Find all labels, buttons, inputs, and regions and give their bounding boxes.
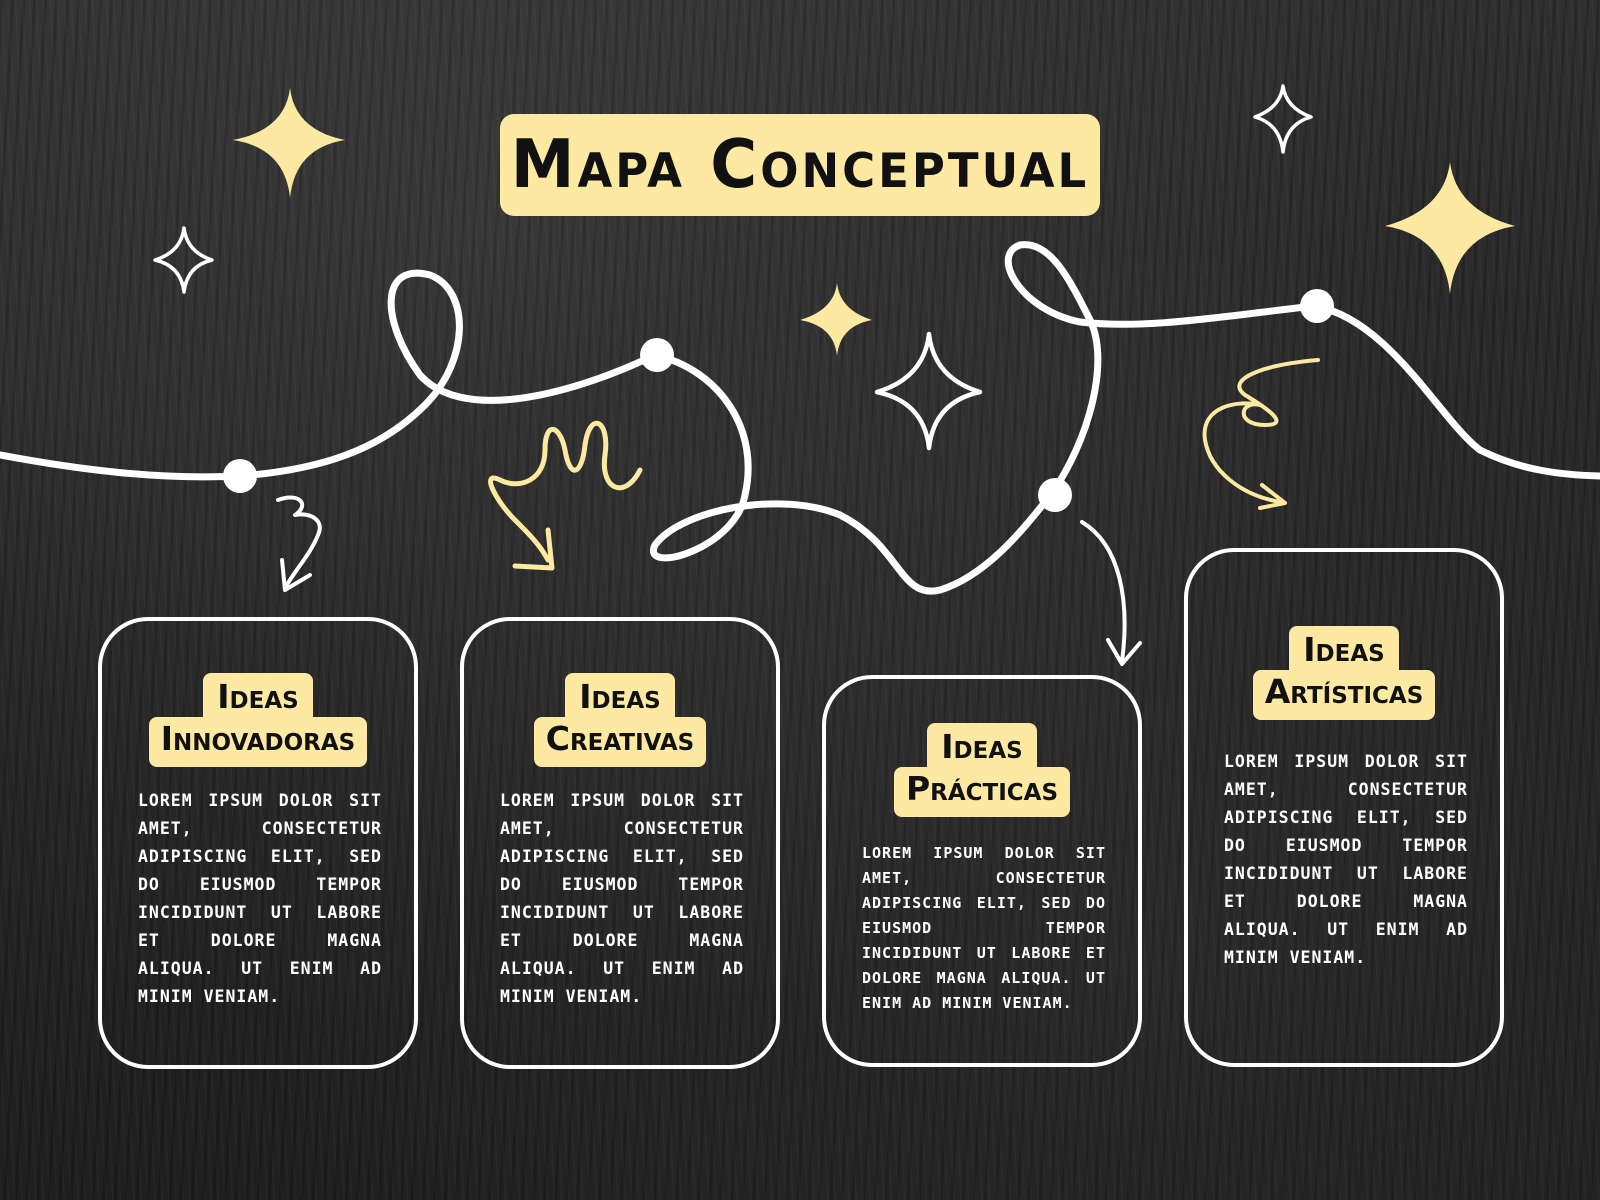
card-label: Ideas Creativas — [464, 673, 776, 767]
connector-node-4 — [1300, 289, 1334, 323]
title-banner: Mapa Conceptual — [500, 114, 1100, 216]
card-label-line2: Artísticas — [1252, 670, 1436, 720]
card-label: Ideas Innovadoras — [102, 673, 414, 767]
card-body-text: Lorem ipsum dolor sit amet, consectetur … — [862, 844, 1106, 1012]
card-body-text: Lorem ipsum dolor sit amet, consectetur … — [500, 791, 744, 1006]
card-label-line2: Innovadoras — [148, 717, 368, 767]
connector-node-3 — [1038, 478, 1072, 512]
card-label: Ideas Artísticas — [1188, 626, 1500, 720]
white-star-icon-3 — [874, 331, 983, 451]
card-label-line1: Ideas — [203, 673, 313, 717]
yellow-scribble-arrow-icon — [488, 420, 643, 571]
concept-card-artisticas: Ideas Artísticas Lorem ipsum dolor sit a… — [1184, 548, 1504, 1067]
yellow-spiral-arrow-icon — [1202, 358, 1320, 510]
card-label-line1: Ideas — [927, 723, 1037, 767]
yellow-star-icon-2 — [1385, 162, 1515, 294]
card-label: Ideas Prácticas — [826, 723, 1138, 817]
white-star-icon-1 — [153, 226, 214, 294]
card-label-line1: Ideas — [1289, 626, 1399, 670]
card-label-line2: Prácticas — [893, 767, 1071, 817]
concept-card-practicas: Ideas Prácticas Lorem ipsum dolor sit am… — [822, 675, 1142, 1067]
connector-node-1 — [223, 459, 257, 493]
yellow-star-icon-3 — [800, 283, 872, 356]
card-body-text: Lorem ipsum dolor sit amet, consectetur … — [1224, 752, 1468, 967]
white-scribble-arrow-icon — [276, 495, 322, 592]
card-body-text: Lorem ipsum dolor sit amet, consectetur … — [138, 791, 382, 1006]
card-label-line1: Ideas — [565, 673, 675, 717]
card-label-line2: Creativas — [533, 717, 707, 767]
white-curved-arrow-icon — [1080, 520, 1142, 666]
page-title: Mapa Conceptual — [510, 126, 1090, 204]
connector-node-2 — [640, 338, 674, 372]
concept-card-creativas: Ideas Creativas Lorem ipsum dolor sit am… — [460, 617, 780, 1069]
concept-card-innovadoras: Ideas Innovadoras Lorem ipsum dolor sit … — [98, 617, 418, 1069]
white-star-icon-2 — [1253, 84, 1313, 154]
connector-line — [0, 241, 1600, 595]
yellow-star-icon-1 — [233, 88, 345, 198]
